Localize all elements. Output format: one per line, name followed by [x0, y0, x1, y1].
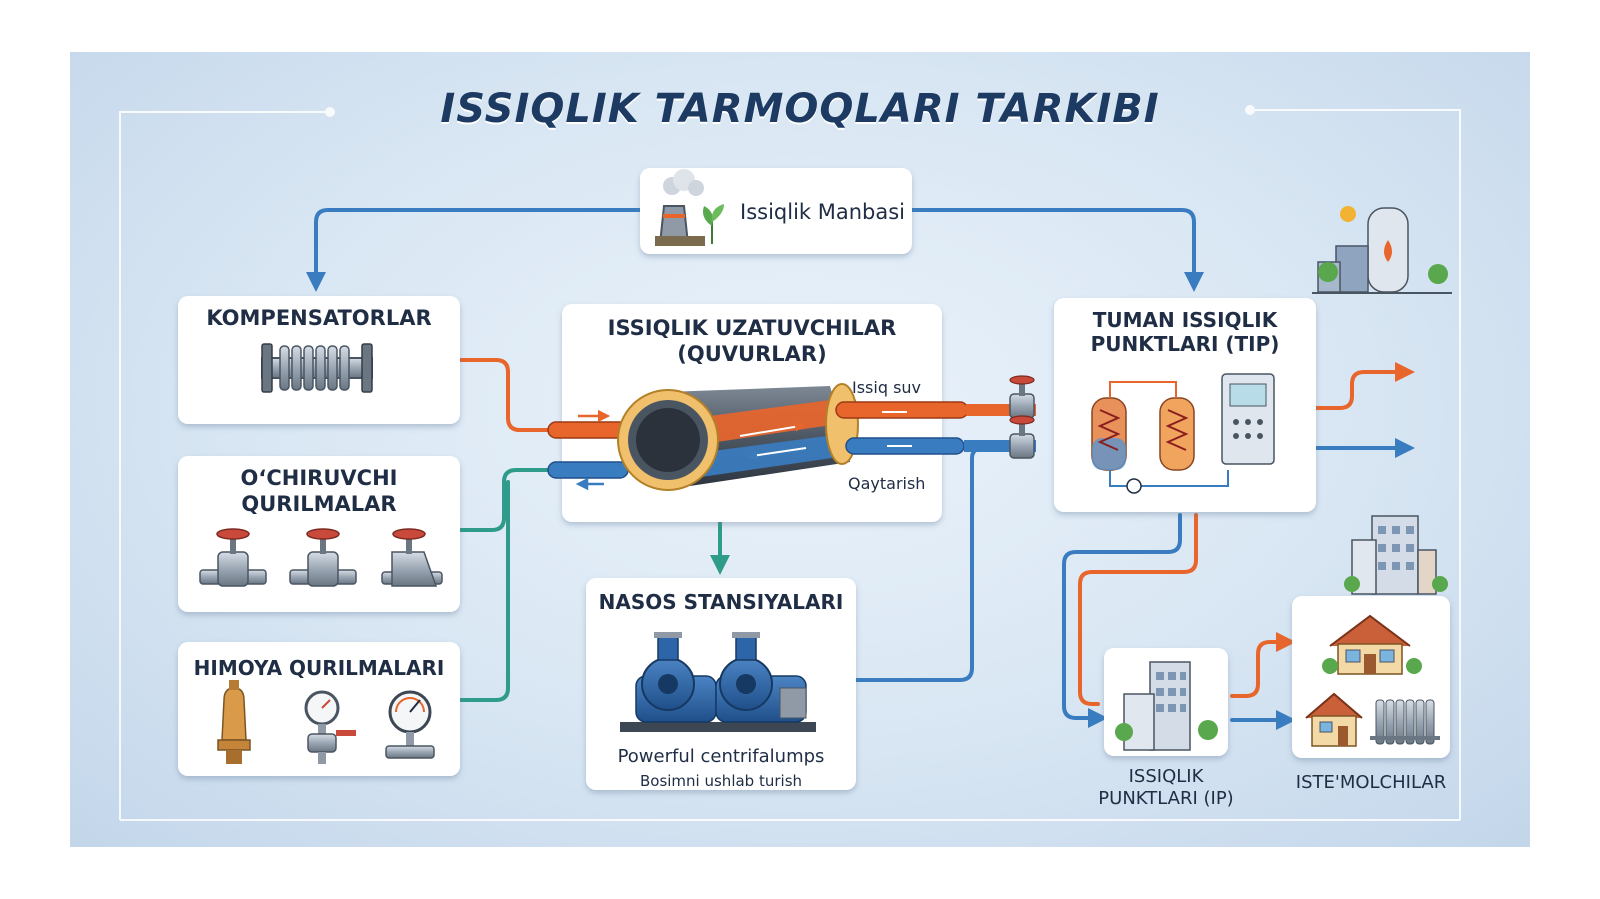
- compensator-to-pipe-line: [458, 358, 550, 432]
- shutoff-devices-box: [178, 456, 460, 612]
- bellows-compensator-icon: [261, 343, 373, 393]
- insulated-pipe-icon: [547, 383, 969, 491]
- heat-exchanger-icon: [1091, 381, 1229, 494]
- heat-source-label: Issiqlik Manbasi: [740, 200, 906, 224]
- tip-to-ip-blue-line: [1062, 513, 1182, 728]
- gate-valve-icon: [1009, 375, 1035, 419]
- compensators-box: [178, 296, 460, 424]
- pipes-label: ISSIQLIK UZATUVCHILAR (QUVURLAR): [607, 316, 897, 366]
- safety-valve-icon: [217, 680, 251, 764]
- pressure-gauge-icon: [304, 690, 356, 764]
- office-building-icon: [1115, 661, 1218, 751]
- local-substation-box: [1104, 648, 1228, 756]
- plant-leaf-icon: [703, 204, 724, 244]
- flow-lines: [306, 208, 1415, 730]
- gate-valve-icon: [381, 528, 443, 587]
- house-icon: [1305, 692, 1363, 747]
- factory-icon: [1312, 206, 1452, 294]
- tip-hot-out-line: [1313, 362, 1415, 410]
- heat-source-box: [640, 168, 912, 254]
- tip-to-ip-orange-line: [1078, 513, 1198, 706]
- gate-valve-icon: [289, 528, 357, 587]
- valves-to-pipe-line: [458, 468, 550, 532]
- pump-caption: Powerful centrifalumps: [617, 746, 825, 767]
- source-to-compensators-line: [306, 208, 642, 292]
- pressure-gauge-icon: [385, 690, 435, 759]
- centrifugal-pump-icon: [620, 632, 816, 732]
- office-building-icon: [1344, 515, 1448, 595]
- local-substation-label: ISSIQLIK PUNKTLARI (IP): [1098, 766, 1234, 809]
- pump-subcaption: Bosimni ushlab turish: [639, 772, 803, 790]
- return-label: Qaytarish: [848, 474, 926, 493]
- protection-to-pipe-line: [458, 480, 510, 702]
- ip-to-consumers-orange-line: [1230, 632, 1296, 698]
- gate-valve-icon: [1009, 415, 1035, 459]
- consumers-box: [1292, 596, 1450, 758]
- radiator-icon: [1370, 699, 1440, 745]
- gate-valve-icon: [199, 528, 267, 587]
- control-panel-icon: [1221, 373, 1275, 465]
- shutoff-devices-label: O‘CHIRUVCHI QURILMALAR: [240, 466, 398, 516]
- consumers-label: ISTE'MOLCHILAR: [1295, 772, 1447, 793]
- power-plant-icon: [655, 169, 705, 246]
- district-substation-label: TUMAN ISSIQLIK PUNKTLARI (TIP): [1090, 308, 1280, 357]
- protection-devices-box: [178, 642, 460, 776]
- compensators-label: KOMPENSATORLAR: [206, 306, 432, 330]
- pipes-box: [547, 304, 1036, 522]
- protection-devices-label: HIMOYA QURILMALARI: [193, 656, 445, 680]
- inner-frame: [119, 105, 1461, 821]
- district-substation-box: [1054, 298, 1316, 512]
- pump-station-label: NASOS STANSIYALARI: [598, 590, 844, 614]
- house-icon: [1322, 614, 1422, 675]
- diagram-title: ISSIQLIK TARMOQLARI TARKIBI: [440, 86, 1160, 132]
- pump-station-box: [586, 578, 856, 790]
- hot-water-label: Issiq suv: [852, 378, 922, 397]
- source-to-tip-line: [910, 208, 1204, 292]
